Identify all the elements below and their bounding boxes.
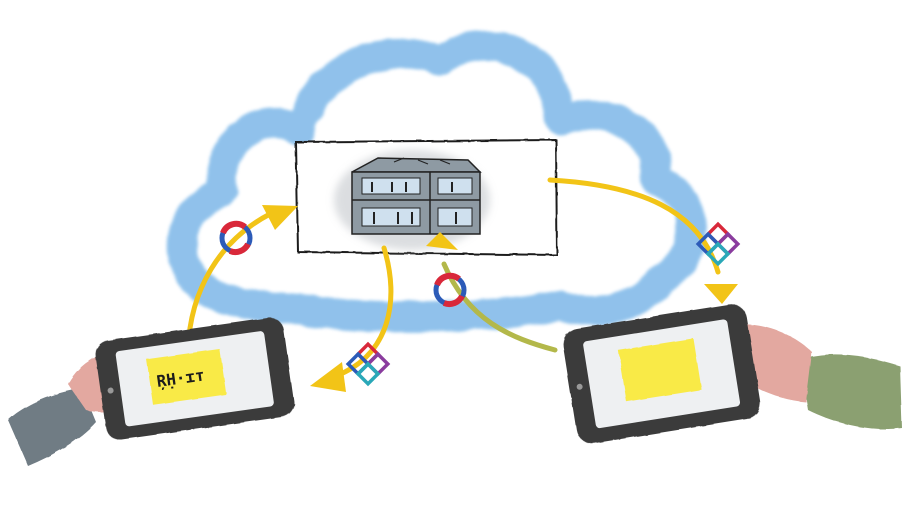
right-sleeve: [800, 354, 902, 430]
arrow-right-tablet-to-server: [441, 261, 558, 353]
right-tablet-group: [562, 304, 902, 444]
interlocked-squares-logo-icon: [695, 221, 741, 267]
arrow-right-tablet-to-server-head: [426, 232, 458, 250]
tablet-icon: [562, 304, 761, 444]
server-rack-icon: [334, 150, 490, 250]
tablet-icon: ŖḤ·ɪт: [95, 317, 294, 440]
arrow-server-to-left-tablet-head: [310, 362, 346, 392]
circular-sync-logo-icon: [219, 220, 253, 256]
right-sticky-note: [618, 338, 702, 402]
circular-sync-logo-icon: [433, 272, 467, 308]
interlocked-squares-logo-icon: [345, 341, 391, 387]
server-panel: [294, 138, 559, 257]
left-tablet-group: ŖḤ·ɪт: [8, 317, 294, 466]
arrow-left-tablet-to-server-head: [262, 205, 298, 230]
left-sticky-note: [146, 348, 227, 405]
arrow-server-to-right-tablet-head: [704, 284, 738, 304]
left-sleeve: [8, 388, 96, 466]
